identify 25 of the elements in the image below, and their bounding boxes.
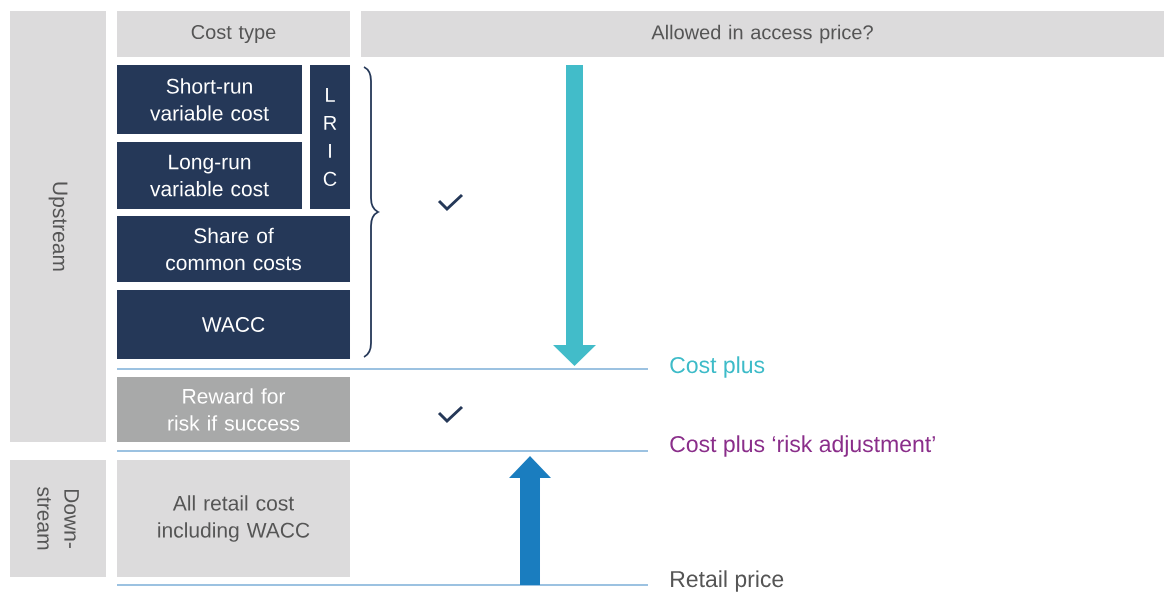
box-label: Share of common costs: [166, 227, 301, 271]
header-box: [361, 11, 1164, 57]
box-label: All retail cost including WACC: [158, 495, 310, 542]
cost-box: [117, 142, 302, 209]
cost-box: [117, 460, 350, 577]
box-label: Allowed in access price?: [651, 24, 873, 44]
box-label: Cost type: [191, 24, 276, 44]
level-label: Retail price: [671, 570, 784, 592]
box-label: Upstream: [48, 182, 68, 271]
band: [10, 11, 106, 442]
box-label: Reward for risk if success: [168, 388, 300, 431]
header-box: [117, 11, 350, 57]
box-label: WACC: [201, 317, 265, 332]
cost-box: [117, 290, 350, 359]
box-label: Long-run variable cost: [150, 154, 269, 197]
cost-box: [117, 377, 350, 442]
cost-box: [117, 65, 302, 134]
cost-box: [310, 65, 350, 209]
level-label: Cost plus: [670, 356, 765, 378]
box-label: LRIC: [323, 88, 337, 186]
level-label: Cost plus ‘risk adjustment’: [670, 435, 935, 457]
box-label: Down- stream: [37, 487, 79, 550]
band: [10, 460, 106, 577]
cost-box: [117, 216, 350, 282]
box-label: Short-run variable cost: [150, 78, 269, 121]
